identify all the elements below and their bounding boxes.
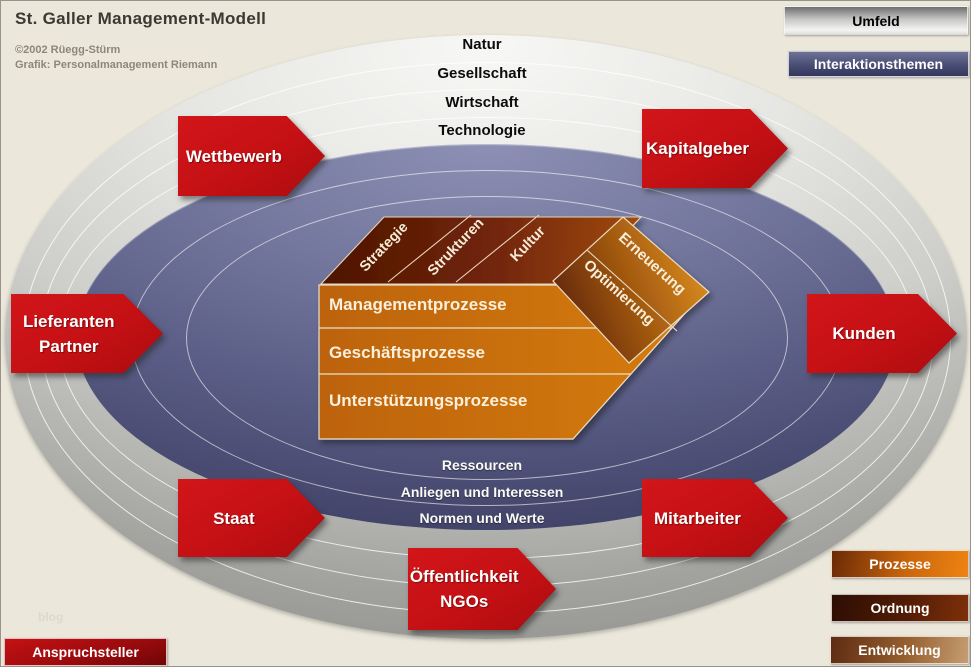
process-row-label: Geschäftsprozesse bbox=[329, 343, 485, 362]
arrow-shape: Staat bbox=[178, 479, 325, 557]
arrow-shape: Wettbewerb bbox=[178, 116, 325, 196]
theme-label-normen: Normen und Werte bbox=[419, 510, 545, 526]
stakeholder-label: Staat bbox=[213, 508, 255, 528]
process-row-label: Managementprozesse bbox=[329, 295, 507, 314]
stakeholder-label: Mitarbeiter bbox=[654, 508, 741, 528]
legend-interaktionsthemen: Interaktionsthemen bbox=[788, 51, 969, 77]
credit-line: Grafik: Personalmanagement Riemann bbox=[15, 59, 218, 71]
diamond-separator bbox=[586, 249, 678, 332]
stakeholder-arrow-staat: Staat bbox=[178, 479, 325, 557]
stakeholder-label: Kapitalgeber bbox=[645, 139, 749, 158]
interaction-ring bbox=[186, 196, 788, 480]
stakeholder-arrow-mitarbeiter: Mitarbeiter bbox=[642, 479, 788, 557]
stakeholder-arrow-oeffentlichkeit-ngos: Öffentlichkeit NGOs bbox=[408, 548, 556, 630]
page-title: St. Galler Management-Modell bbox=[15, 9, 267, 28]
watermark: blog bbox=[38, 610, 64, 624]
copyright-line: ©2002 Rüegg-Stürm bbox=[15, 44, 121, 56]
arrow-shape: Lieferanten Partner bbox=[11, 294, 163, 373]
stakeholder-label: Partner bbox=[39, 336, 99, 356]
arrow-shape: Kunden bbox=[807, 294, 957, 373]
stakeholder-arrow-kunden: Kunden bbox=[807, 294, 957, 373]
process-arrow-graphic: Managementprozesse Geschäftsprozesse Unt… bbox=[318, 214, 710, 440]
stakeholder-arrow-lieferanten-partner: Lieferanten Partner bbox=[11, 294, 163, 373]
legend-umfeld: Umfeld bbox=[784, 6, 968, 35]
legend-anspruchsteller: Anspruchsteller bbox=[4, 638, 167, 666]
stakeholder-arrow-kapitalgeber: Kapitalgeber bbox=[642, 109, 788, 188]
arrow-shape: Mitarbeiter bbox=[642, 479, 788, 557]
band-separator bbox=[387, 214, 472, 283]
sphere-label-gesellschaft: Gesellschaft bbox=[437, 65, 527, 82]
order-band-shape bbox=[319, 216, 643, 285]
stakeholder-label: Wettbewerb bbox=[185, 146, 282, 166]
sphere-label-wirtschaft: Wirtschaft bbox=[445, 94, 519, 111]
stakeholder-label: NGOs bbox=[440, 592, 489, 611]
stakeholder-label: Kunden bbox=[832, 324, 896, 343]
legend-entwicklung: Entwicklung bbox=[830, 636, 969, 664]
credits: ©2002 Rüegg-Stürm Grafik: Personalmanage… bbox=[15, 43, 217, 73]
stakeholder-label: Lieferanten bbox=[22, 311, 115, 331]
arrow-shape: Öffentlichkeit NGOs bbox=[408, 548, 556, 630]
legend-prozesse: Prozesse bbox=[831, 550, 969, 578]
theme-label-anliegen: Anliegen und Interessen bbox=[400, 484, 564, 500]
sphere-label-natur: Natur bbox=[462, 36, 502, 53]
stakeholder-arrow-wettbewerb: Wettbewerb bbox=[178, 116, 325, 196]
stakeholder-label: Öffentlichkeit bbox=[409, 567, 519, 586]
arrow-shape: Kapitalgeber bbox=[642, 109, 788, 188]
legend-ordnung: Ordnung bbox=[831, 594, 969, 622]
theme-label-ressourcen: Ressourcen bbox=[441, 457, 523, 473]
band-separator bbox=[455, 214, 540, 283]
sphere-label-technologie: Technologie bbox=[438, 122, 526, 139]
process-row-label: Unterstützungsprozesse bbox=[329, 391, 527, 410]
